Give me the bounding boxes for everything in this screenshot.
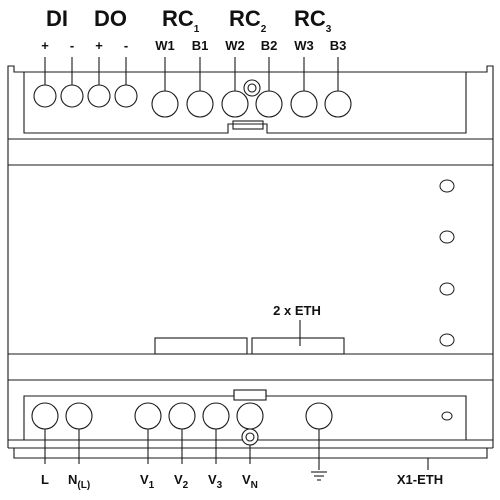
v2-base: V <box>174 472 183 487</box>
top-terminal-label-b3: B3 <box>330 38 347 53</box>
terminal-b1 <box>186 90 214 118</box>
latch-screw-bottom-inner <box>245 432 255 442</box>
rc3-sub: 3 <box>326 24 332 35</box>
bottom-label-v1: V1 <box>140 472 155 491</box>
bottom-label-v3: V3 <box>208 472 223 491</box>
latch-screw-top-inner <box>247 83 257 93</box>
rc1-sub: 1 <box>194 24 200 35</box>
rc2-base: RC <box>229 6 261 31</box>
eth-port-2 <box>251 337 345 355</box>
ground-icon <box>311 471 327 481</box>
top-terminal-label-w3: W3 <box>294 38 314 53</box>
terminal-di-minus <box>60 84 84 108</box>
terminal-v2 <box>168 402 196 430</box>
rc2-sub: 2 <box>261 24 267 35</box>
bottom-label-n: N(L) <box>68 472 90 491</box>
led-x1 <box>441 411 453 421</box>
top-terminal-label-b1: B1 <box>192 38 209 53</box>
bottom-label-v2: V2 <box>174 472 189 491</box>
n-base: N <box>68 472 77 487</box>
top-leader-lines <box>44 57 339 95</box>
terminal-do-plus <box>87 84 111 108</box>
status-leds <box>439 179 455 421</box>
bottom-label-x1-eth: X1-ETH <box>397 472 443 487</box>
top-terminal-label-do-minus: - <box>124 38 128 53</box>
terminal-b3 <box>324 90 352 118</box>
bottom-terminal-row <box>31 402 333 446</box>
group-label-rc2: RC2 <box>229 6 267 35</box>
group-label-do: DO <box>94 6 127 31</box>
v2-sub: 2 <box>183 480 189 491</box>
top-terminal-label-di-minus: - <box>70 38 74 53</box>
terminal-n <box>65 402 93 430</box>
n-sub: (L) <box>77 480 90 491</box>
rc1-base: RC <box>162 6 194 31</box>
terminal-w1 <box>151 90 179 118</box>
led-1 <box>439 179 455 193</box>
terminal-di-plus <box>33 84 57 108</box>
terminal-l <box>31 402 59 430</box>
v3-sub: 3 <box>217 480 223 491</box>
bottom-label-l: L <box>41 472 49 487</box>
eth-label: 2 x ETH <box>273 303 321 318</box>
top-terminal-label-w1: W1 <box>155 38 175 53</box>
led-4 <box>439 333 455 347</box>
top-terminal-row <box>33 79 352 118</box>
bottom-label-vn: VN <box>242 472 258 491</box>
terminal-ground <box>305 402 333 430</box>
top-terminal-label-di-plus: + <box>41 38 49 53</box>
v1-base: V <box>140 472 149 487</box>
led-3 <box>439 282 455 296</box>
terminal-w3 <box>290 90 318 118</box>
terminal-do-minus <box>114 84 138 108</box>
v3-base: V <box>208 472 217 487</box>
vn-sub: N <box>251 480 258 491</box>
rc3-base: RC <box>294 6 326 31</box>
top-terminal-label-do-plus: + <box>95 38 103 53</box>
led-2 <box>439 230 455 244</box>
top-terminal-label-w2: W2 <box>225 38 245 53</box>
terminal-b2 <box>255 90 283 118</box>
top-terminal-label-b2: B2 <box>261 38 278 53</box>
terminal-w2 <box>221 90 249 118</box>
v1-sub: 1 <box>149 480 155 491</box>
bottom-leader-lines <box>44 429 429 470</box>
terminal-vn <box>236 402 264 430</box>
vn-base: V <box>242 472 251 487</box>
group-label-rc3: RC3 <box>294 6 332 35</box>
group-label-di: DI <box>46 6 68 31</box>
device-housing <box>7 65 494 459</box>
terminal-v1 <box>134 402 162 430</box>
eth-port-1 <box>154 337 248 355</box>
group-label-rc1: RC1 <box>162 6 200 35</box>
terminal-v3 <box>202 402 230 430</box>
